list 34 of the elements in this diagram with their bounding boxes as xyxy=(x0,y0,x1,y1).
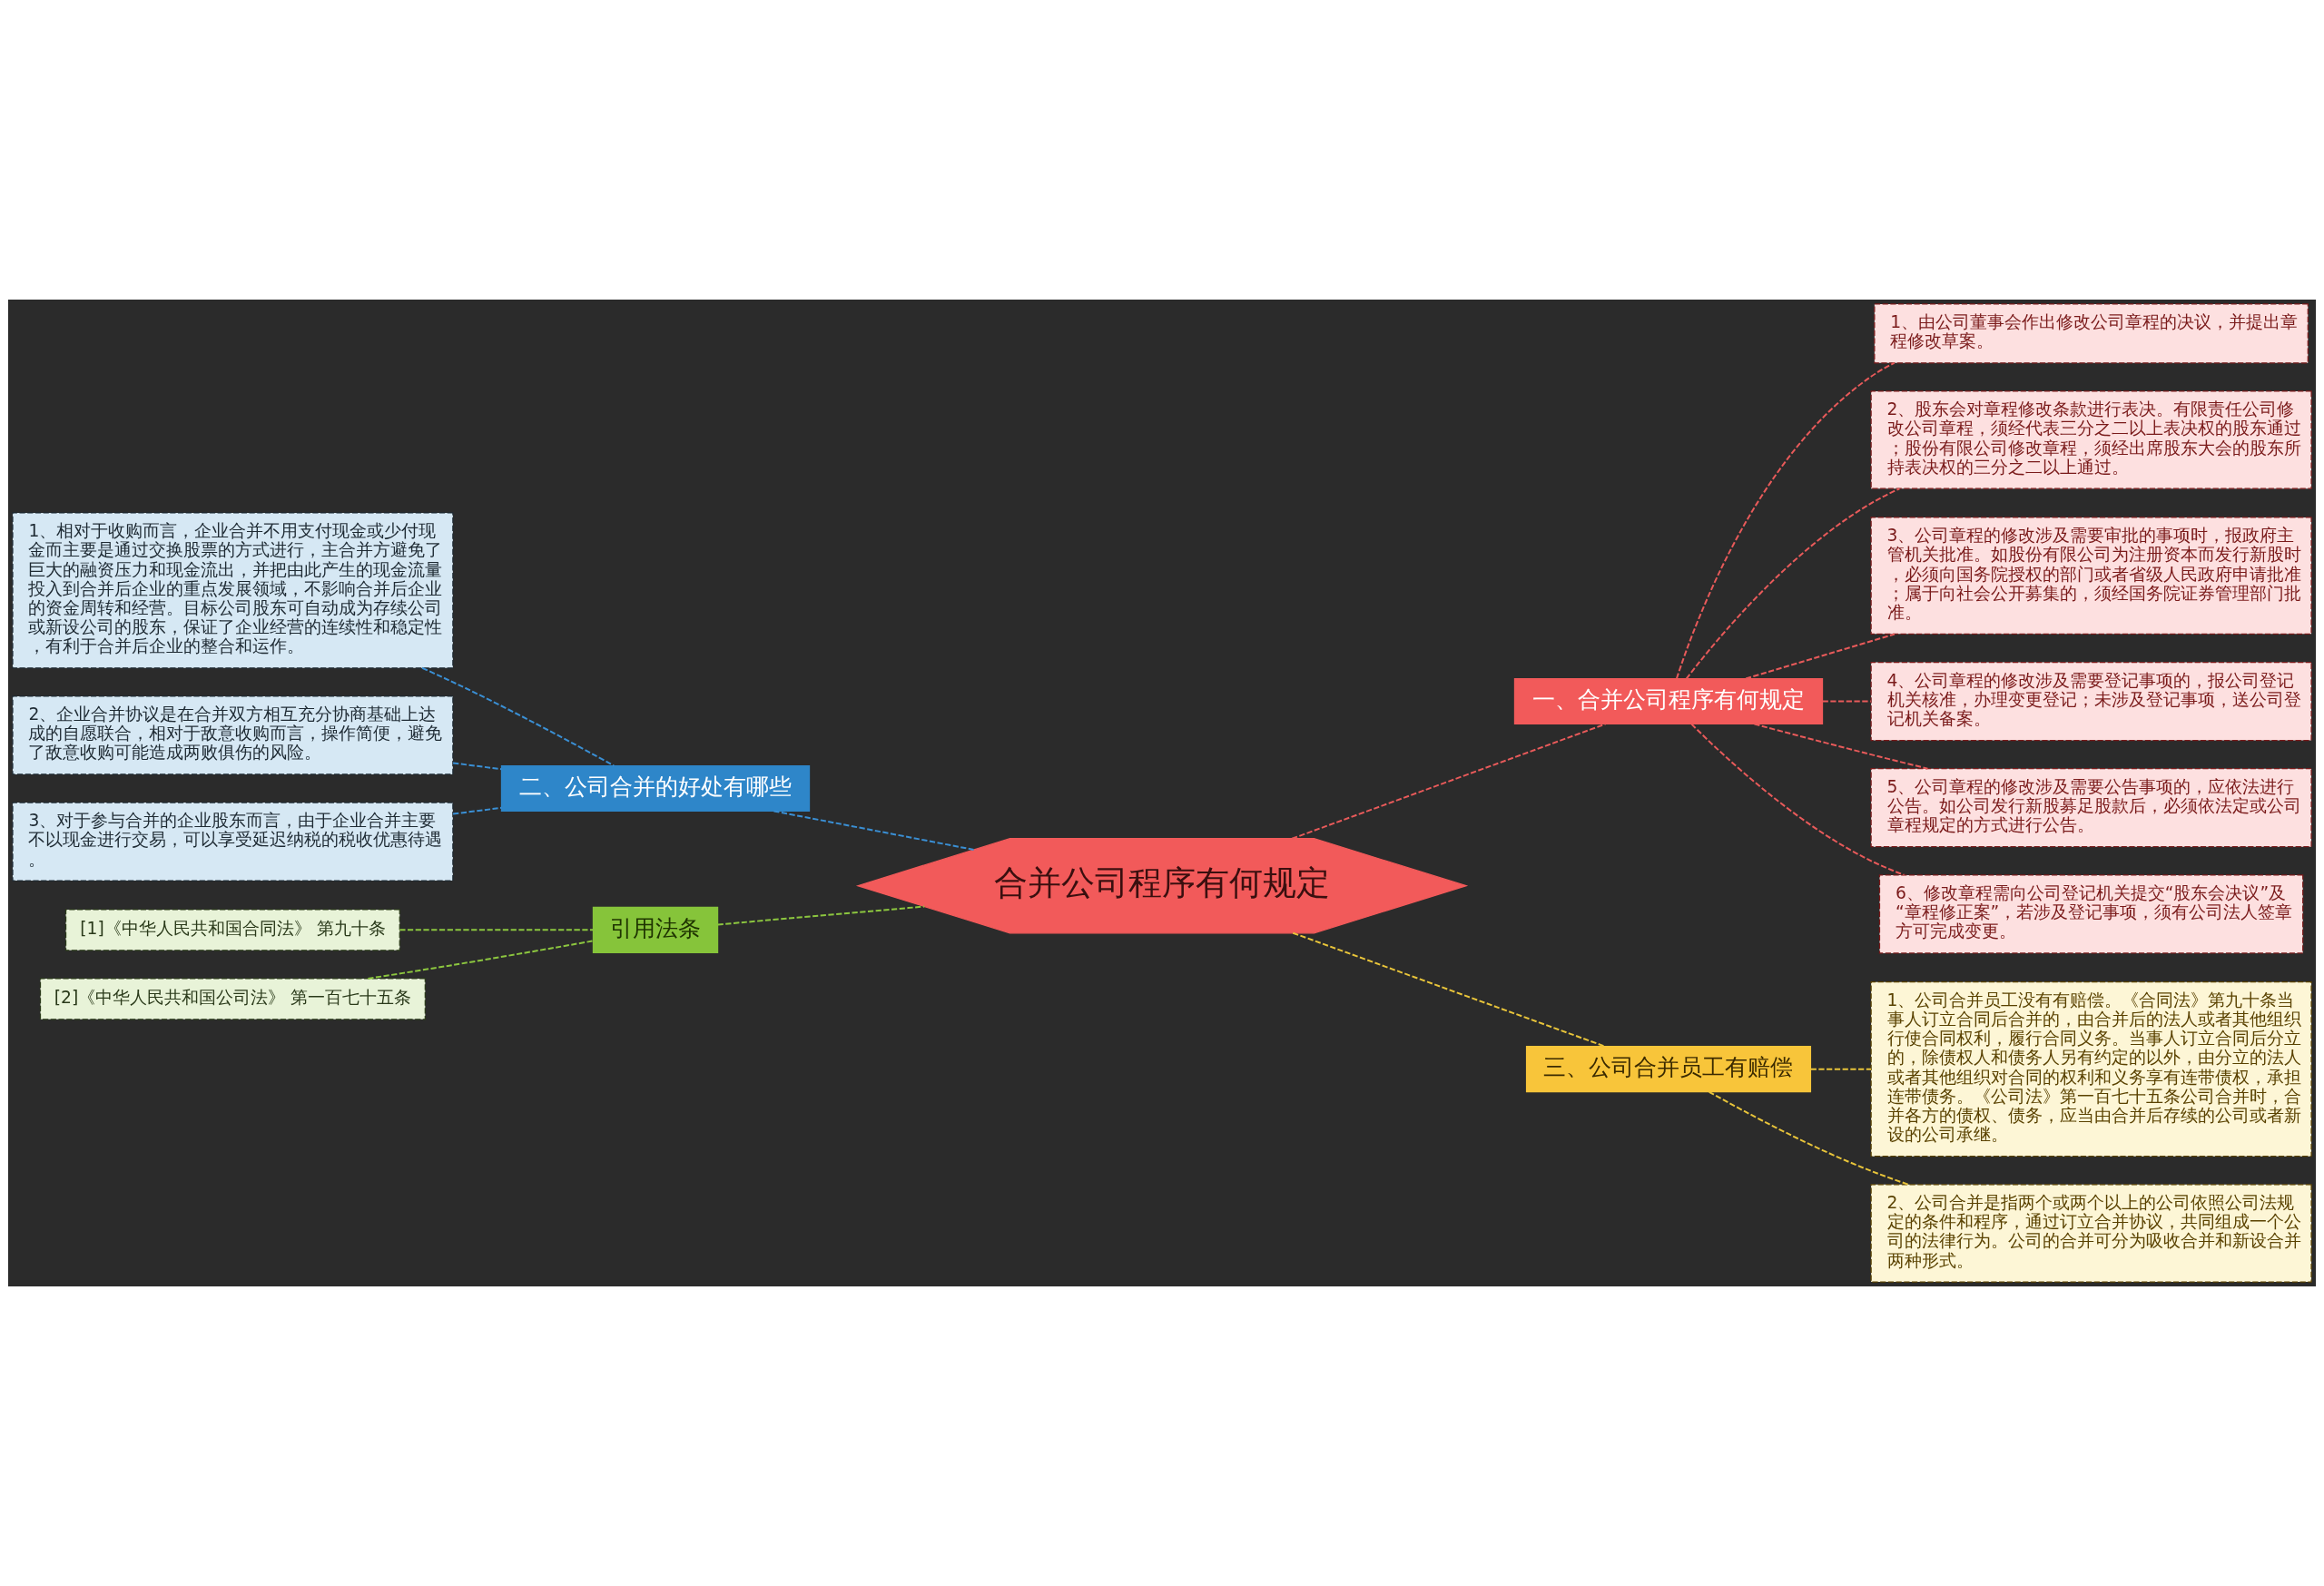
node-box: 3、对于参与合并的企业股东而言，由于企业合并主要不以现金进行交易，可以享受延迟纳税的税收优惠待遇。 xyxy=(12,802,454,882)
node-box: 1、相对于收购而言，企业合并不用支付现金或少付现金而主要是通过交换股票的方式进行，主合并方避免了巨大的融资压力和现金流出，并把由此产生的现金流量投入到合并后企业的重点发展领域，不影响合并后企业的资金周转和经营。目标公司股东可自动成为存续公司或新设公司的股东，保证了企业经营的连续性和稳定性，有利于合并后企业的整合和运作。 xyxy=(12,512,454,669)
node-box: 3、公司章程的修改涉及需要审批的事项时，报政府主管机关批准。如股份有限公司为注册资本而发行新股时，必须向国务院授权的部门或者省级人民政府申请批准；属于向社会公开募集的，须经国务院证券管理部门批准。 xyxy=(1870,517,2312,635)
node-box: [2]《中华人民共和国公司法》 第一百七十五条 xyxy=(39,978,426,1020)
node-box: 2、公司合并是指两个或两个以上的公司依照公司法规定的条件和程序，通过订立合并协议，共同组成一个公司的法律行为。公司的合并可分为吸收合并和新设合并两种形式。 xyxy=(1870,1184,2312,1283)
connector xyxy=(1708,1090,1910,1186)
node-box: 一、合并公司程序有何规定 xyxy=(1513,677,1824,725)
node-box: 2、企业合并协议是在合并双方相互充分协商基础上达成的自愿联合，相对于敌意收购而言，操作简便，避免了敌意收购可能造成两败俱伤的风险。 xyxy=(12,695,454,775)
connector xyxy=(1292,931,1606,1048)
node-box: 引用法条 xyxy=(592,906,719,953)
connector xyxy=(1745,633,1896,680)
node-box: 1、由公司董事会作出修改公司章程的决议，并提出章程修改草案。 xyxy=(1874,303,2309,364)
connector xyxy=(1821,700,1872,703)
connector xyxy=(367,940,595,980)
connector xyxy=(399,929,595,931)
connector xyxy=(773,810,975,851)
connector xyxy=(1676,361,1896,680)
node-box: 5、公司章程的修改涉及需要公告事项的，应依法进行公告。如公司发行新股募足股款后，必须依法定或公司章程规定的方式进行公告。 xyxy=(1870,768,2312,848)
node-box: 2、股东会对章程修改条款进行表决。有限责任公司修改公司章程，须经代表三分之二以上表决权的股东通过；股份有限公司修改章程，须经出席股东大会的股东所持表决权的三分之二以上通过。 xyxy=(1870,390,2312,489)
connector xyxy=(716,905,926,926)
connector xyxy=(452,806,503,815)
node-box: 1、公司合并员工没有有赔偿。《合同法》第九十条当事人订立合同后合并的，由合并后的法人或者其他组织行使合同权利，履行合同义务。当事人订立合同后分立的，除债权人和债务人另有约定的以外，由分立的法人或者其他组织对合同的权利和义务享有连带债权，承担连带债务。《公司法》第一百七十五条公司合并时，合并各方的债权、债务，应当由合并后存续的公司或者新设的公司承继。 xyxy=(1870,981,2312,1157)
connector xyxy=(1809,1068,1873,1070)
connector xyxy=(1690,723,1905,876)
node-box: 三、公司合并员工有赔偿 xyxy=(1525,1046,1812,1093)
node-box: 4、公司章程的修改涉及需要登记事项的，报公司登记机关核准，办理变更登记；未涉及登记事项，送公司登记机关备案。 xyxy=(1870,661,2312,742)
node-box: 二、公司合并的好处有哪些 xyxy=(500,764,811,813)
connector xyxy=(452,762,503,771)
connector xyxy=(1685,488,1901,680)
connector xyxy=(421,666,615,767)
connector xyxy=(1753,723,1929,770)
node-box: [1]《中华人民共和国合同法》 第九十条 xyxy=(64,909,400,951)
node-box: 6、修改章程需向公司登记机关提交“股东会决议”及“章程修正案”，若涉及登记事项，须有公司法人签章方可完成变更。 xyxy=(1878,874,2304,954)
connector xyxy=(1291,723,1607,840)
